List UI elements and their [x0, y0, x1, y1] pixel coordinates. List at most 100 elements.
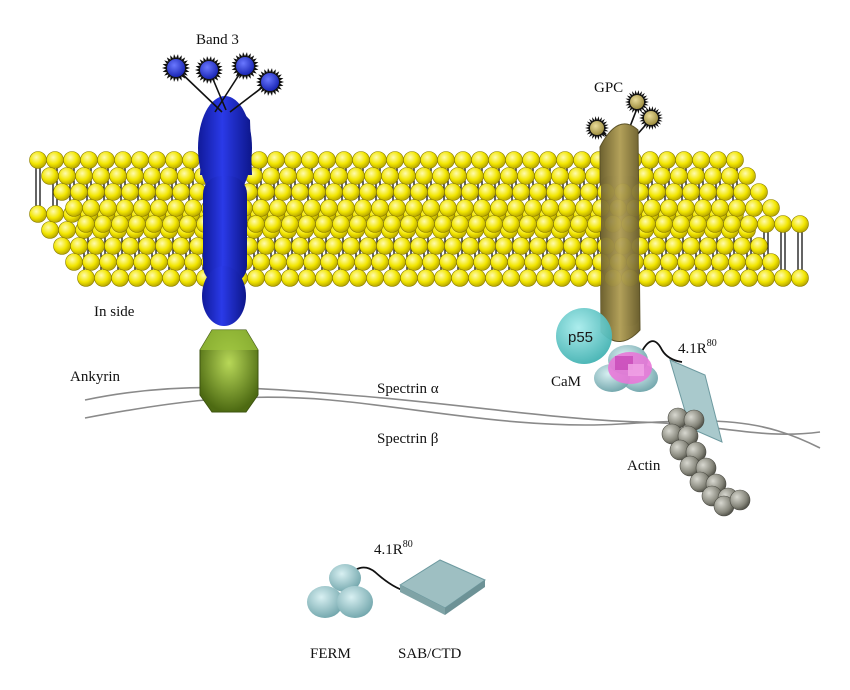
- lipid-head: [366, 215, 384, 233]
- lipid-head: [655, 269, 673, 287]
- lipid-head: [359, 237, 377, 255]
- lipid-head: [468, 215, 486, 233]
- lipid-head: [570, 215, 588, 233]
- glycan-head: [195, 56, 223, 84]
- lipid-head: [177, 167, 195, 185]
- lipid-head: [393, 183, 411, 201]
- label-41r-domain: 4.1R80: [374, 539, 413, 558]
- lipid-head: [94, 215, 112, 233]
- glycan-head: [162, 54, 190, 82]
- lipid-head: [320, 253, 338, 271]
- lipid-head: [427, 183, 445, 201]
- lipid-head: [580, 237, 598, 255]
- lipid-head: [461, 237, 479, 255]
- lipid-head: [252, 199, 270, 217]
- lipid-head: [133, 199, 151, 217]
- lipid-head: [325, 183, 343, 201]
- lipid-head: [546, 183, 564, 201]
- p55-protein: [556, 308, 612, 364]
- lipid-head: [434, 269, 452, 287]
- protein41r-complex: [556, 308, 723, 443]
- lipid-head: [133, 253, 151, 271]
- lipid-head: [740, 269, 758, 287]
- ankyrin-protein: [199, 329, 259, 413]
- lipid-head: [434, 215, 452, 233]
- lipid-head: [658, 151, 676, 169]
- cam-protein: [608, 352, 652, 384]
- lipid-head: [473, 199, 491, 217]
- lipid-head: [502, 269, 520, 287]
- label-ferm: FERM: [310, 646, 351, 662]
- lipid-head: [692, 151, 710, 169]
- glycan-head: [231, 52, 259, 80]
- lipid-head: [689, 269, 707, 287]
- lipid-head: [648, 237, 666, 255]
- lipid-head: [109, 167, 127, 185]
- lipid-head: [466, 167, 484, 185]
- lipid-head: [575, 199, 593, 217]
- lipid-head: [65, 199, 83, 217]
- lipid-head: [366, 269, 384, 287]
- lipid-head: [337, 253, 355, 271]
- lipid-head: [694, 253, 712, 271]
- lipid-head: [70, 183, 88, 201]
- lipid-head: [682, 183, 700, 201]
- lipid-head: [145, 269, 163, 287]
- glycan-head: [256, 68, 284, 96]
- lipid-head: [405, 253, 423, 271]
- lipid-head: [541, 199, 559, 217]
- lipid-head: [172, 237, 190, 255]
- lipid-head: [643, 253, 661, 271]
- lipid-head: [87, 237, 105, 255]
- lipid-head: [563, 183, 581, 201]
- lipid-head: [291, 183, 309, 201]
- lipid-head: [723, 269, 741, 287]
- lipid-head: [733, 183, 751, 201]
- lipid-head: [46, 205, 64, 223]
- lipid-head: [342, 237, 360, 255]
- label-gpc: GPC: [594, 80, 623, 96]
- lipid-head: [750, 183, 768, 201]
- lipid-head: [143, 167, 161, 185]
- lipid-head: [524, 253, 542, 271]
- lipid-head: [471, 151, 489, 169]
- lipid-head: [468, 269, 486, 287]
- lipid-head: [432, 167, 450, 185]
- lipid-head: [160, 167, 178, 185]
- lipid-head: [757, 269, 775, 287]
- lipid-head: [269, 199, 287, 217]
- lipid-head: [369, 151, 387, 169]
- lipid-head: [400, 269, 418, 287]
- lipid-head: [750, 237, 768, 255]
- lipid-head: [490, 199, 508, 217]
- lipid-head: [291, 237, 309, 255]
- lipid-head: [349, 269, 367, 287]
- lipid-head: [456, 253, 474, 271]
- lipid-head: [104, 237, 122, 255]
- lipid-heads-front: [53, 176, 809, 326]
- lipid-head: [376, 237, 394, 255]
- lipid-head: [165, 151, 183, 169]
- lipid-head: [716, 237, 734, 255]
- lipid-head: [332, 269, 350, 287]
- lipid-head: [451, 269, 469, 287]
- lipid-head: [371, 199, 389, 217]
- lipid-head: [745, 199, 763, 217]
- lipid-head: [250, 151, 268, 169]
- lipid-head: [410, 183, 428, 201]
- lipid-head: [417, 269, 435, 287]
- lipid-head: [556, 151, 574, 169]
- lipid-head: [281, 269, 299, 287]
- band3-cytoplasmic-domain: [202, 266, 246, 326]
- lipid-head: [131, 151, 149, 169]
- lipid-head: [46, 151, 64, 169]
- lipid-head: [517, 167, 535, 185]
- lipid-head: [87, 183, 105, 201]
- band3-transmembrane: [203, 176, 247, 284]
- lipid-head: [298, 269, 316, 287]
- lipid-head: [444, 237, 462, 255]
- actin-monomer: [729, 489, 751, 511]
- lipid-head: [257, 183, 275, 201]
- lipid-head: [53, 237, 71, 255]
- lipid-head: [415, 167, 433, 185]
